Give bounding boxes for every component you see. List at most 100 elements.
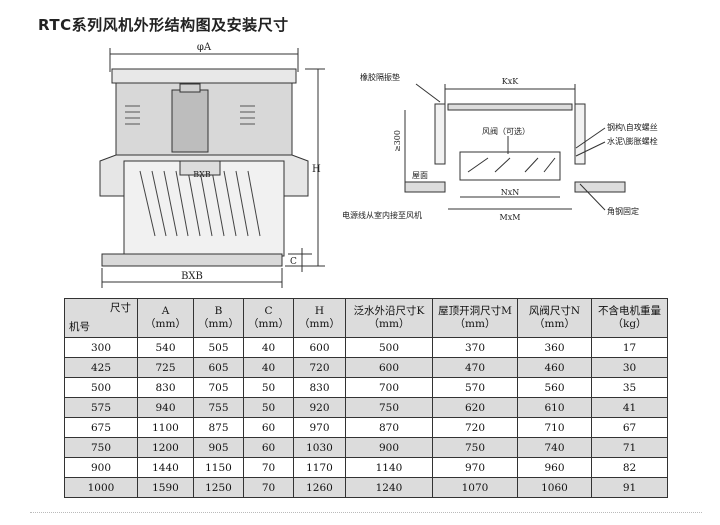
header-h: H（mm） <box>293 298 346 338</box>
label-damper: 风阀（可选） <box>482 126 530 136</box>
value-cell: 740 <box>517 437 592 458</box>
value-cell: 700 <box>345 377 433 398</box>
header-k: 泛水外沿尺寸K（mm） <box>345 298 433 338</box>
value-cell: 750 <box>432 437 518 458</box>
value-cell: 1100 <box>137 417 194 438</box>
value-cell: 830 <box>293 377 346 398</box>
header-a: A（mm） <box>137 298 194 338</box>
value-cell: 470 <box>432 357 518 378</box>
value-cell: 1260 <box>293 477 346 498</box>
value-cell: 755 <box>193 397 244 418</box>
value-cell: 1170 <box>293 457 346 478</box>
value-cell: 1240 <box>345 477 433 498</box>
label-nxn: NxN <box>501 188 520 197</box>
label-cable: 电源线从室内接至风机 <box>342 210 422 220</box>
table-header-row: 尺寸 机号 A（mm） B（mm） C（mm） H（mm） 泛水外沿尺寸K（mm… <box>64 298 668 338</box>
value-cell: 500 <box>345 337 433 358</box>
value-cell: 970 <box>293 417 346 438</box>
model-cell: 575 <box>64 397 138 418</box>
value-cell: 82 <box>591 457 668 478</box>
value-cell: 1250 <box>193 477 244 498</box>
model-cell: 1000 <box>64 477 138 498</box>
value-cell: 40 <box>243 337 294 358</box>
dim-c: C <box>290 257 297 267</box>
value-cell: 460 <box>517 357 592 378</box>
value-cell: 60 <box>243 417 294 438</box>
value-cell: 620 <box>432 397 518 418</box>
value-cell: 70 <box>243 477 294 498</box>
value-cell: 91 <box>591 477 668 498</box>
value-cell: 720 <box>293 357 346 378</box>
value-cell: 70 <box>243 457 294 478</box>
dim-bxb: BXB <box>181 271 203 282</box>
label-bolt-steel: 钢构\自攻螺丝 <box>607 122 658 132</box>
model-cell: 675 <box>64 417 138 438</box>
model-cell: 750 <box>64 437 138 458</box>
label-angle-steel: 角钢固定 <box>607 206 639 216</box>
header-weight: 不含电机重量（kg） <box>591 298 668 338</box>
value-cell: 905 <box>193 437 244 458</box>
value-cell: 40 <box>243 357 294 378</box>
value-cell: 600 <box>293 337 346 358</box>
divider <box>30 512 702 513</box>
value-cell: 1070 <box>432 477 518 498</box>
value-cell: 960 <box>517 457 592 478</box>
value-cell: 1150 <box>193 457 244 478</box>
label-rubber-pad: 橡胶隔振垫 <box>360 72 400 82</box>
value-cell: 50 <box>243 397 294 418</box>
corner-header: 尺寸 机号 <box>64 298 138 338</box>
spec-table: 尺寸 机号 A（mm） B（mm） C（mm） H（mm） 泛水外沿尺寸K（mm… <box>64 298 668 498</box>
value-cell: 725 <box>137 357 194 378</box>
label-mxm: MxM <box>500 213 521 222</box>
value-cell: 870 <box>345 417 433 438</box>
label-roof: 屋面 <box>412 171 428 180</box>
value-cell: 875 <box>193 417 244 438</box>
dim-phi-a: φA <box>197 42 212 53</box>
value-cell: 360 <box>517 337 592 358</box>
label-kxk: KxK <box>502 77 519 86</box>
value-cell: 600 <box>345 357 433 378</box>
installation-section-drawing: 橡胶隔振垫 KxK 风阀（可选） ≥300 屋面 NxN MxM 钢构\自攻螺丝… <box>342 72 658 222</box>
model-cell: 900 <box>64 457 138 478</box>
value-cell: 60 <box>243 437 294 458</box>
value-cell: 67 <box>591 417 668 438</box>
value-cell: 610 <box>517 397 592 418</box>
value-cell: 830 <box>137 377 194 398</box>
value-cell: 30 <box>591 357 668 378</box>
value-cell: 50 <box>243 377 294 398</box>
value-cell: 900 <box>345 437 433 458</box>
corner-top-label: 尺寸 <box>110 302 131 314</box>
value-cell: 920 <box>293 397 346 418</box>
value-cell: 1200 <box>137 437 194 458</box>
value-cell: 940 <box>137 397 194 418</box>
value-cell: 35 <box>591 377 668 398</box>
value-cell: 1140 <box>345 457 433 478</box>
corner-bottom-label: 机号 <box>69 321 90 333</box>
model-cell: 425 <box>64 357 138 378</box>
header-c: C（mm） <box>243 298 294 338</box>
value-cell: 370 <box>432 337 518 358</box>
value-cell: 505 <box>193 337 244 358</box>
label-bolt-concrete: 水泥\膨胀螺栓 <box>607 136 658 146</box>
value-cell: 1060 <box>517 477 592 498</box>
model-cell: 300 <box>64 337 138 358</box>
header-n: 风阀尺寸N（mm） <box>517 298 592 338</box>
value-cell: 1440 <box>137 457 194 478</box>
value-cell: 41 <box>591 397 668 418</box>
value-cell: 605 <box>193 357 244 378</box>
value-cell: 705 <box>193 377 244 398</box>
value-cell: 71 <box>591 437 668 458</box>
fan-outline-drawing: φA H C BXB BXB <box>99 42 325 288</box>
value-cell: 710 <box>517 417 592 438</box>
page-title: RTC系列风机外形结构图及安装尺寸 <box>38 16 289 34</box>
header-b: B（mm） <box>193 298 244 338</box>
value-cell: 1030 <box>293 437 346 458</box>
value-cell: 1590 <box>137 477 194 498</box>
